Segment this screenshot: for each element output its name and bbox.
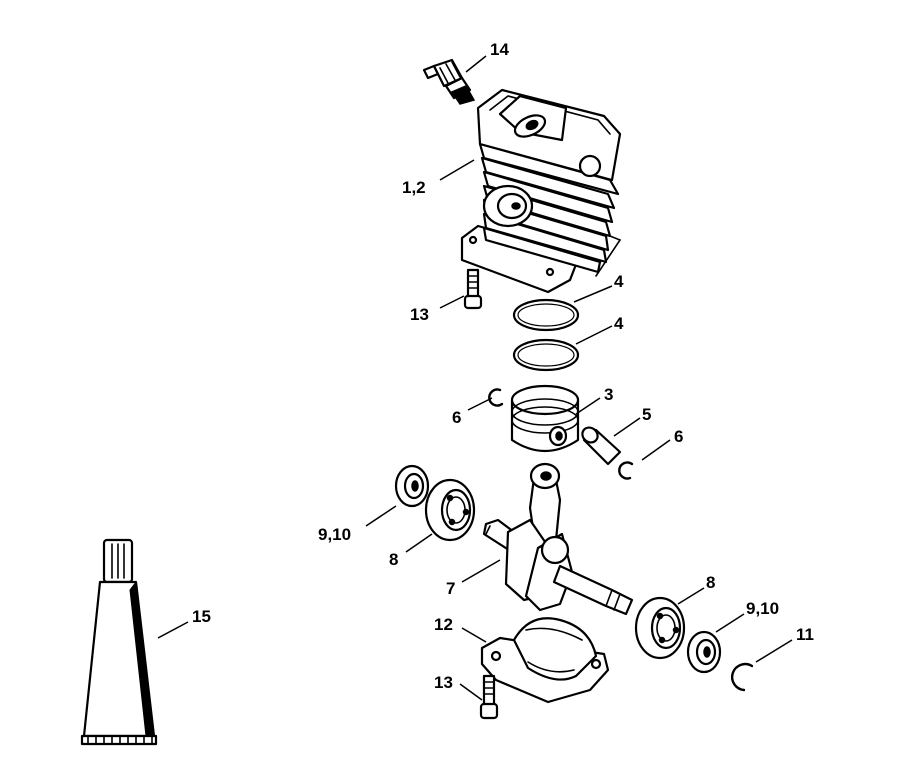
callout-4-lower: 4 xyxy=(614,314,624,333)
crankcase-part xyxy=(480,617,610,704)
callout-3: 3 xyxy=(604,385,613,404)
callout-14: 14 xyxy=(490,40,509,59)
circlip-left-part xyxy=(488,388,504,407)
grease-tube-part xyxy=(80,538,158,746)
leader-lines xyxy=(157,55,793,701)
screw-bottom-part xyxy=(479,674,499,720)
spark-plug-part xyxy=(422,58,476,105)
callout-6-right: 6 xyxy=(674,427,683,446)
ball-bearing-left-part xyxy=(424,478,476,542)
callout-9-10-right: 9,10 xyxy=(746,599,779,618)
callout-11: 11 xyxy=(796,625,814,644)
piston-part xyxy=(510,384,580,452)
ball-bearing-right-part xyxy=(634,596,686,660)
crankshaft-part xyxy=(482,462,634,616)
callout-15: 15 xyxy=(192,607,211,626)
callout-13-lower: 13 xyxy=(434,673,453,692)
callout-9-10-left: 9,10 xyxy=(318,525,351,544)
callout-7: 7 xyxy=(446,579,455,598)
piston-ring-lower-part xyxy=(512,338,580,372)
callout-5: 5 xyxy=(642,405,651,424)
callout-8-right: 8 xyxy=(706,573,715,592)
screw-top-part xyxy=(463,268,483,310)
piston-pin-part xyxy=(581,426,622,466)
callout-12: 12 xyxy=(434,615,453,634)
callout-8-left: 8 xyxy=(389,550,398,569)
oil-seal-left-part xyxy=(394,464,430,508)
oil-seal-right-part xyxy=(686,630,722,674)
cylinder-part xyxy=(460,88,622,294)
callout-6-left: 6 xyxy=(452,408,461,427)
callout-1-2: 1,2 xyxy=(402,178,426,197)
circlip-bearing-part xyxy=(731,662,754,692)
piston-ring-upper-part xyxy=(512,298,580,332)
callout-4-upper: 4 xyxy=(614,272,624,291)
callout-13-upper: 13 xyxy=(410,305,429,324)
circlip-right-part xyxy=(618,461,634,480)
